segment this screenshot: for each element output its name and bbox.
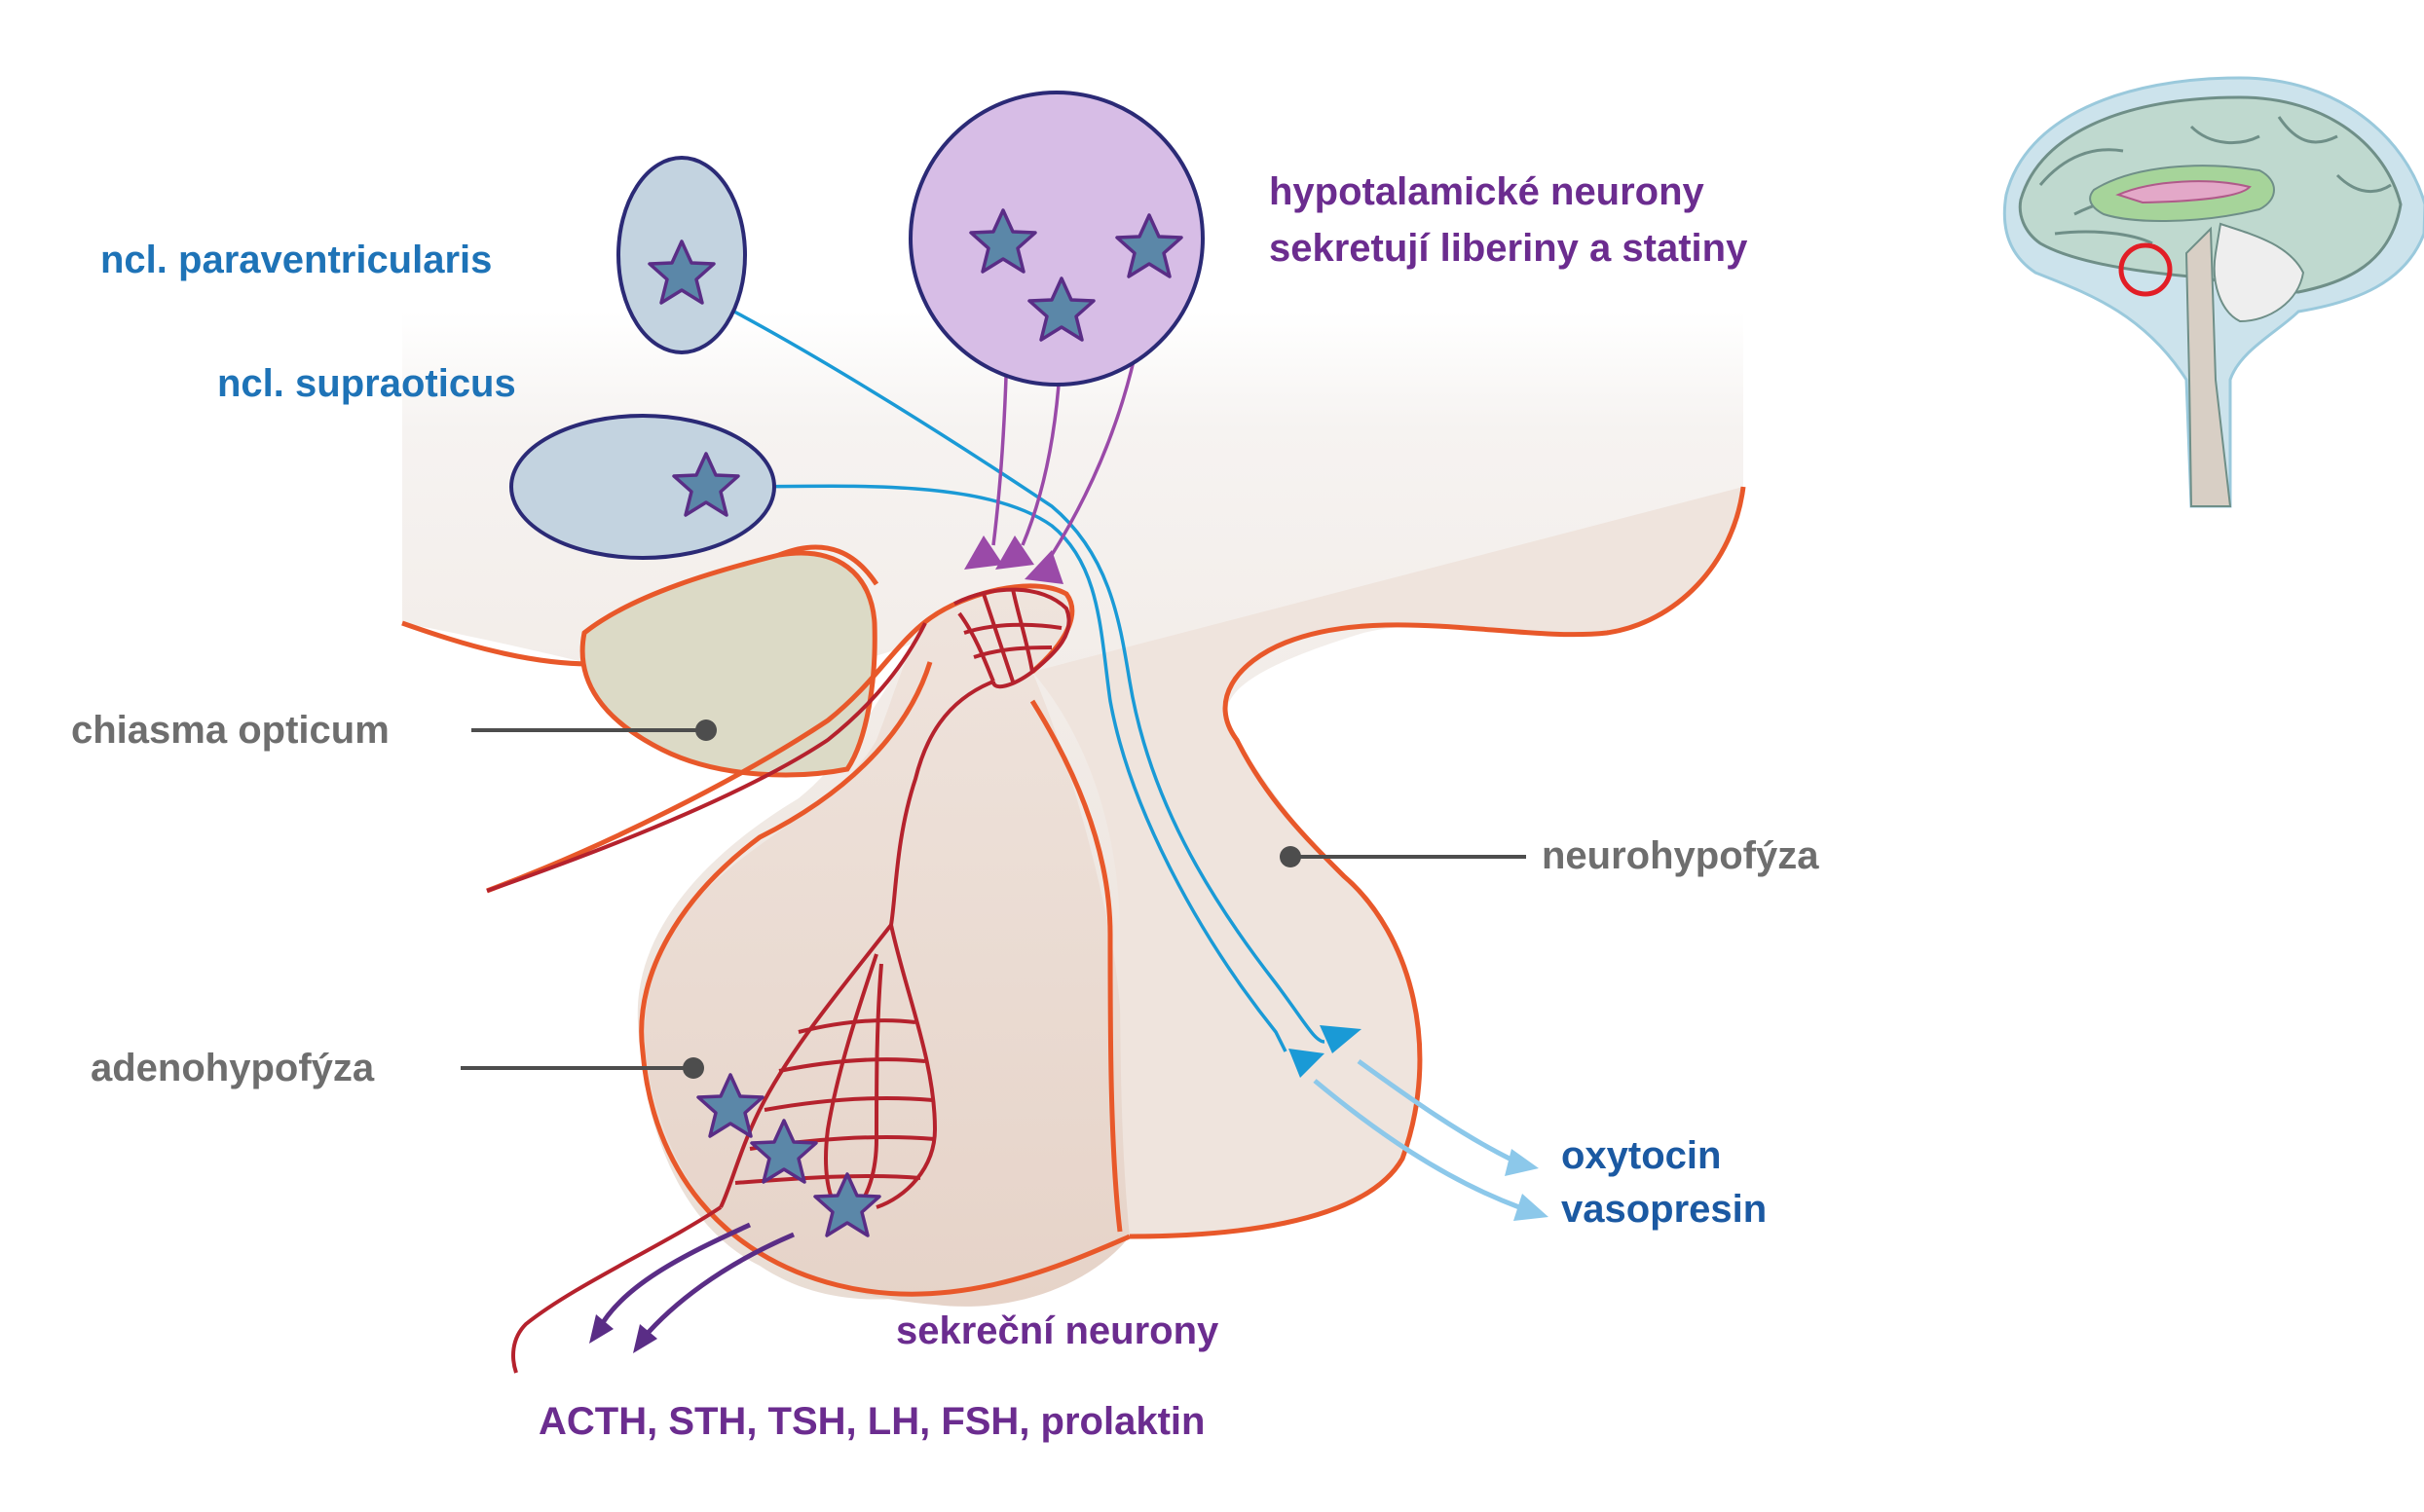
label-neurohypophysis: neurohypofýza [1542,834,1819,877]
chiasma-opticum [579,550,877,778]
supraoptic-nucleus [509,414,776,560]
secondary-capillary-plexus [511,923,938,1374]
posterior-lobe-boundary [1029,699,1123,1233]
releasing-arrowhead-2 [995,535,1034,570]
releasing-arrowhead-1 [964,535,1003,570]
neurosecretory-axons [715,300,1325,1052]
primary-capillary-plexus [953,587,1071,689]
adenohypophysis-outline [639,661,1131,1297]
neurohypophysis-shape [1032,487,1743,1236]
brain-sagittal-icon [2002,76,2424,508]
hypothalamic-nucleus [909,91,1205,387]
label-vasopresin: vasopresin [1561,1188,1767,1231]
label-oxytocin: oxytocin [1561,1134,1721,1177]
gland-outline [486,583,1075,894]
neurohypophysis-outline [1129,486,1746,1239]
releasing-arrowhead-3 [1025,550,1063,584]
portal-vessel-stalk [889,680,994,926]
portal-vessel [486,622,927,893]
label-secretory-neurons: sekreční neurony [896,1309,1219,1352]
chiasma-pointer-dot [695,719,717,741]
release-arrows [1313,1058,1520,1210]
release-arrowhead-1 [1505,1149,1539,1176]
adenohypophysis-pointer-dot [683,1057,704,1079]
label-supraoticus: ncl. supraoticus [217,362,516,405]
leader-lines [461,728,1526,1070]
pituitary-gland [645,585,1130,1307]
neurohypophysis-pointer-dot [1280,846,1301,867]
label-hypothalamic-line1: hypotalamické neurony [1269,170,1705,213]
label-paraventricularis: ncl. paraventricularis [100,239,492,281]
label-hypothalamic-line2: sekretují liberiny a statiny [1269,227,1748,270]
release-arrowhead-2 [1513,1194,1548,1221]
hormone-arrowhead-1 [589,1314,614,1344]
red-circle-marker [2118,242,2173,297]
axon-arrowhead-2 [1288,1049,1324,1078]
label-chiasma: chiasma opticum [71,709,390,752]
label-hormones: ACTH, STH, TSH, LH, FSH, prolaktin [539,1400,1205,1443]
axon-arrowhead-1 [1320,1025,1361,1053]
label-adenohypophysis: adenohypofýza [91,1047,375,1089]
hormone-arrows [596,1222,795,1341]
hormone-arrowhead-2 [633,1324,657,1353]
